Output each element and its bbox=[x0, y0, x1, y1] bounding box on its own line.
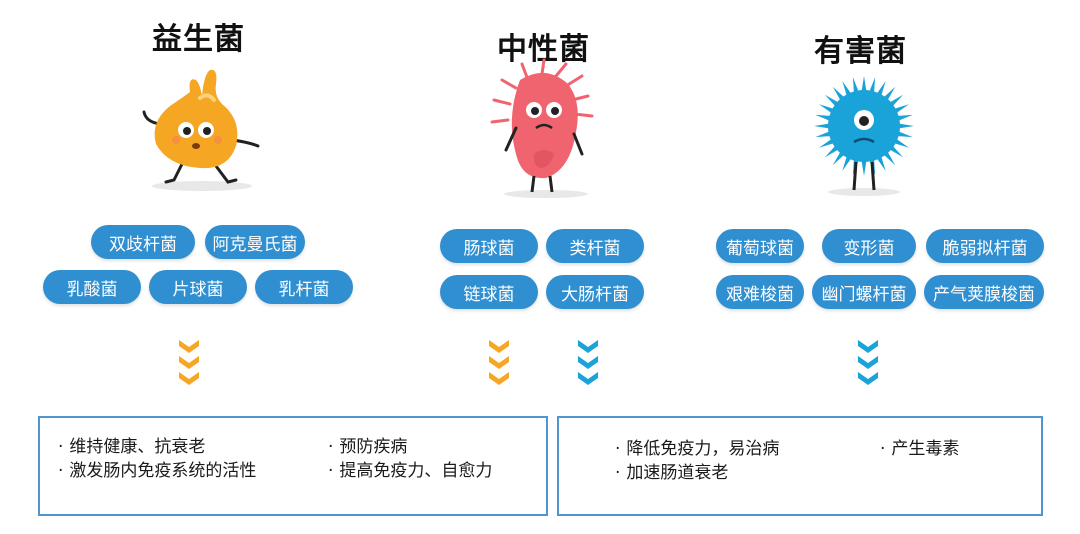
effect-item: ·提高免疫力、自愈力 bbox=[328, 461, 493, 481]
bacteria-pill-lactobacillus: 乳杆菌 bbox=[255, 270, 353, 304]
probiotic-mascot-icon bbox=[142, 69, 260, 191]
effect-item: ·维持健康、抗衰老 bbox=[58, 437, 206, 457]
probiotics-title: 益生菌 bbox=[152, 22, 245, 57]
harmful-bacteria-mascot-icon bbox=[814, 76, 914, 196]
harmful-bacteria-title: 有害菌 bbox=[814, 34, 907, 69]
effect-item: ·降低免疫力，易治病 bbox=[615, 439, 780, 459]
bacteria-pill-clostridium-difficile: 艰难梭菌 bbox=[716, 275, 804, 309]
bacteria-pill-proteus: 变形菌 bbox=[822, 229, 916, 263]
bacteria-pill-clostridium-perfringens: 产气荚膜梭菌 bbox=[924, 275, 1044, 309]
bacteria-pill-staphylococcus: 葡萄球菌 bbox=[716, 229, 804, 263]
chevron-down-icon bbox=[858, 340, 878, 385]
bacteria-pill-enterococcus: 肠球菌 bbox=[440, 229, 538, 263]
bacteria-pill-bacteroides-fragilis: 脆弱拟杆菌 bbox=[926, 229, 1044, 263]
chevron-down-icon bbox=[179, 340, 199, 385]
bacteria-pill-akkermansia: 阿克曼氏菌 bbox=[205, 225, 305, 259]
bacteria-pill-bacteroides: 类杆菌 bbox=[546, 229, 644, 263]
effect-item: ·预防疾病 bbox=[328, 437, 408, 457]
effect-item: ·加速肠道衰老 bbox=[615, 463, 729, 483]
neutral-bacteria-mascot-icon bbox=[490, 58, 594, 198]
bacteria-pill-e-coli: 大肠杆菌 bbox=[546, 275, 644, 309]
chevron-down-icon bbox=[578, 340, 598, 385]
chevron-down-icon bbox=[489, 340, 509, 385]
bacteria-pill-helicobacter-pylori: 幽门螺杆菌 bbox=[812, 275, 916, 309]
bacteria-pill-streptococcus: 链球菌 bbox=[440, 275, 538, 309]
bacteria-pill-lactic-acid: 乳酸菌 bbox=[43, 270, 141, 304]
negative-effects-box bbox=[557, 416, 1043, 516]
effect-item: ·激发肠内免疫系统的活性 bbox=[58, 461, 257, 481]
effect-item: ·产生毒素 bbox=[880, 439, 960, 459]
bacteria-pill-bifidobacterium: 双歧杆菌 bbox=[91, 225, 195, 259]
bacteria-pill-pediococcus: 片球菌 bbox=[149, 270, 247, 304]
positive-effects-box bbox=[38, 416, 548, 516]
